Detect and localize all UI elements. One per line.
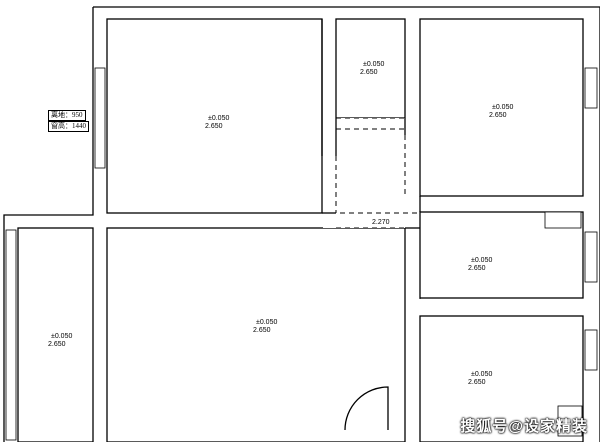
level-label: ±0.050 2.650 <box>468 257 492 272</box>
svg-text:±0.050: ±0.050 <box>363 61 384 68</box>
room-living <box>106 227 406 442</box>
window-east-1 <box>584 67 598 109</box>
entry-door-swing <box>344 386 389 431</box>
svg-text:2.650: 2.650 <box>48 341 66 348</box>
level-label: ±0.050 2.650 <box>468 371 492 386</box>
room-kitchen-south-east <box>419 315 584 442</box>
kitchen-fixture <box>557 405 583 437</box>
window-sill-height: 离地：950 <box>48 110 86 121</box>
window-height: 窗高：1440 <box>48 121 89 132</box>
room-bedroom-north-west <box>106 18 323 214</box>
svg-text:±0.050: ±0.050 <box>471 371 492 378</box>
room-bedroom-north-east <box>419 18 584 197</box>
window-east-2 <box>584 231 598 283</box>
level-label: ±0.050 2.650 <box>48 333 72 348</box>
room-storage-north <box>335 18 406 119</box>
level-label: ±0.050 2.650 <box>360 61 384 76</box>
level-label: ±0.050 2.650 <box>205 115 229 130</box>
level-label: ±0.050 2.650 <box>489 104 513 119</box>
svg-text:±0.050: ±0.050 <box>208 115 229 122</box>
svg-text:2.650: 2.650 <box>468 265 486 272</box>
svg-text:±0.050: ±0.050 <box>256 319 277 326</box>
watermark: 搜狐号@设家精装 <box>460 418 588 435</box>
outer-wall <box>3 6 600 442</box>
corridor <box>323 118 419 228</box>
window-west-upper <box>94 67 106 169</box>
level-label: ±0.050 2.650 <box>253 319 277 334</box>
svg-text:2.650: 2.650 <box>253 327 271 334</box>
svg-text:±0.050: ±0.050 <box>471 257 492 264</box>
window-east-3 <box>584 329 598 371</box>
svg-text:±0.050: ±0.050 <box>51 333 72 340</box>
corridor-level: 2.270 <box>372 219 390 226</box>
svg-text:2.650: 2.650 <box>205 123 223 130</box>
svg-text:2.650: 2.650 <box>360 69 378 76</box>
svg-text:2.650: 2.650 <box>489 112 507 119</box>
window-west-lower <box>5 229 17 441</box>
room-west <box>17 227 94 442</box>
svg-text:±0.050: ±0.050 <box>492 104 513 111</box>
bathtub <box>544 211 582 229</box>
svg-text:2.650: 2.650 <box>468 379 486 386</box>
